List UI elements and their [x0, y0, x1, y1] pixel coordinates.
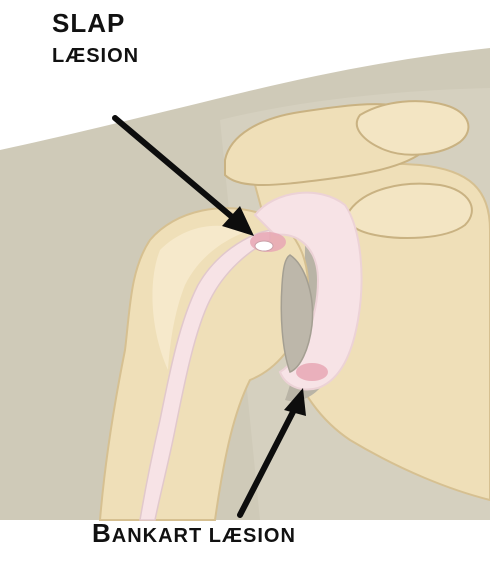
slap-label-text: SLAP — [52, 8, 125, 38]
bankart-lesion-label: BANKART LÆSION — [92, 520, 296, 546]
bankart-initial: B — [92, 518, 112, 548]
slap-lesion-label: LÆSION — [52, 46, 139, 66]
slap-lesion-core — [255, 241, 273, 251]
slap-lesion-text: LÆSION — [52, 45, 139, 67]
slap-label: SLAP — [52, 10, 125, 36]
bankart-rest: ANKART LÆSION — [112, 525, 296, 547]
bankart-lesion-mark — [296, 363, 328, 381]
